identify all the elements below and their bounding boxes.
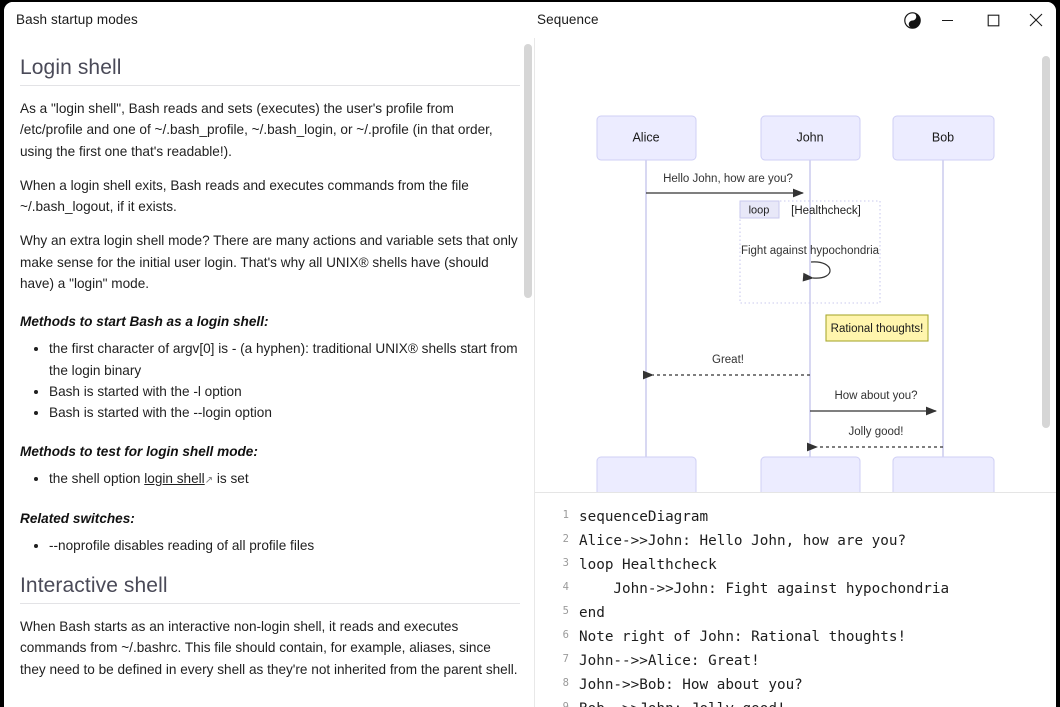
line-number: 8 bbox=[562, 677, 569, 689]
code-lines: 1 sequenceDiagram 2 Alice->>John: Hello … bbox=[543, 505, 1048, 707]
line-text: John->>Bob: How about you? bbox=[579, 677, 803, 693]
subheading-start-login-shell: Methods to start Bash as a login shell: bbox=[20, 314, 269, 330]
loop-keyword: loop bbox=[749, 205, 770, 217]
sequence-pane-title: Sequence bbox=[537, 12, 599, 27]
actor-box-bob-bottom[interactable] bbox=[892, 456, 995, 492]
line-text: loop Healthcheck bbox=[579, 557, 717, 573]
actor-box-john-bottom[interactable] bbox=[760, 456, 861, 492]
message-label: Jolly good! bbox=[849, 426, 904, 438]
list-item: --noprofile disables reading of all prof… bbox=[49, 535, 520, 556]
line-number: 6 bbox=[562, 629, 569, 641]
title-bar: Bash startup modes Sequence bbox=[4, 2, 1056, 38]
line-number: 3 bbox=[562, 557, 569, 569]
code-line[interactable]: 5 end bbox=[543, 601, 1048, 625]
close-button[interactable] bbox=[1016, 2, 1056, 38]
line-text: end bbox=[579, 605, 605, 621]
app-window: Bash startup modes Sequence bbox=[4, 2, 1056, 707]
document-pane-title: Bash startup modes bbox=[16, 12, 138, 27]
line-text: John->>John: Fight against hypochondria bbox=[579, 581, 950, 597]
line-text: sequenceDiagram bbox=[579, 509, 709, 525]
subheading-test-login-shell: Methods to test for login shell mode: bbox=[20, 443, 258, 459]
paragraph: Why an extra login shell mode? There are… bbox=[20, 233, 518, 292]
login-shell-link[interactable]: login shell bbox=[144, 470, 205, 486]
message-bob-to-john: Jolly good! bbox=[807, 426, 943, 452]
minimize-icon bbox=[941, 19, 953, 21]
line-number: 7 bbox=[562, 653, 569, 665]
loop-condition: [Healthcheck] bbox=[791, 205, 861, 217]
code-line[interactable]: 1 sequenceDiagram bbox=[543, 505, 1048, 529]
actor-box-bob[interactable]: Bob bbox=[892, 115, 995, 161]
list-item-text-suffix: is set bbox=[213, 470, 249, 486]
actor-box-john[interactable]: John bbox=[760, 115, 861, 161]
maximize-icon bbox=[987, 14, 999, 26]
document-pane[interactable]: Login shell As a "login shell", Bash rea… bbox=[4, 38, 532, 707]
line-number: 9 bbox=[562, 701, 569, 707]
paragraph: As a "login shell", Bash reads and sets … bbox=[20, 101, 493, 159]
list-item: Bash is started with the --login option bbox=[49, 402, 520, 423]
note-text: Rational thoughts! bbox=[831, 323, 924, 335]
actor-box-alice-bottom[interactable] bbox=[596, 456, 697, 492]
line-number: 1 bbox=[562, 509, 569, 521]
line-text: Alice->>John: Hello John, how are you? bbox=[579, 533, 907, 549]
line-number: 2 bbox=[562, 533, 569, 545]
note-right-of-john: Rational thoughts! bbox=[825, 314, 929, 342]
minimize-button[interactable] bbox=[924, 2, 970, 38]
message-label: Hello John, how are you? bbox=[663, 173, 793, 185]
line-number: 4 bbox=[562, 581, 569, 593]
loop-fragment: loop [Healthcheck] bbox=[739, 200, 881, 304]
line-text: John-->>Alice: Great! bbox=[579, 653, 760, 669]
bullet-list-test-methods: the shell option login shell↗ is set bbox=[20, 468, 520, 491]
message-label: How about you? bbox=[834, 390, 917, 402]
yin-yang-icon[interactable] bbox=[890, 2, 934, 38]
paragraph: When Bash starts as an interactive non-l… bbox=[20, 619, 518, 677]
list-item: the first character of argv[0] is - (a h… bbox=[49, 338, 520, 381]
bullet-list-related-switches: --noprofile disables reading of all prof… bbox=[20, 535, 520, 556]
list-item: Bash is started with the -l option bbox=[49, 381, 520, 402]
close-icon bbox=[1029, 13, 1043, 27]
paragraph: When a login shell exits, Bash reads and… bbox=[20, 177, 469, 215]
yin-yang-glyph bbox=[903, 11, 921, 29]
code-line[interactable]: 4 John->>John: Fight against hypochondri… bbox=[543, 577, 1048, 601]
code-line[interactable]: 6 Note right of John: Rational thoughts! bbox=[543, 625, 1048, 649]
maximize-button[interactable] bbox=[970, 2, 1016, 38]
actor-label-bob: Bob bbox=[932, 130, 954, 144]
message-label: Great! bbox=[712, 354, 744, 366]
bullet-list-start-methods: the first character of argv[0] is - (a h… bbox=[20, 338, 520, 423]
external-link-icon: ↗ bbox=[204, 474, 214, 486]
actor-label-john: John bbox=[796, 130, 823, 144]
mermaid-code-editor[interactable]: 1 sequenceDiagram 2 Alice->>John: Hello … bbox=[535, 493, 1056, 707]
list-item-text-prefix: the shell option bbox=[49, 470, 145, 486]
sequence-diagram[interactable]: Alice John Bob Hello John, how are you? bbox=[535, 38, 1056, 492]
code-line[interactable]: 2 Alice->>John: Hello John, how are you? bbox=[543, 529, 1048, 553]
message-label: Fight against hypochondria bbox=[741, 245, 880, 257]
page-title: Login shell bbox=[20, 56, 520, 86]
code-line[interactable]: 8 John->>Bob: How about you? bbox=[543, 673, 1048, 697]
code-line[interactable]: 7 John-->>Alice: Great! bbox=[543, 649, 1048, 673]
line-text: Bob-->>John: Jolly good! bbox=[579, 697, 786, 707]
diagram-scrollbar[interactable] bbox=[1040, 38, 1052, 492]
message-alice-to-john: Hello John, how are you? bbox=[646, 173, 804, 198]
list-item: the shell option login shell↗ is set bbox=[49, 468, 520, 491]
subheading-related-switches: Related switches: bbox=[20, 510, 135, 526]
document-pane-scrollbar[interactable] bbox=[522, 38, 534, 707]
message-john-to-bob: How about you? bbox=[810, 390, 937, 416]
line-text: Note right of John: Rational thoughts! bbox=[579, 629, 907, 645]
actor-label-alice: Alice bbox=[632, 130, 659, 144]
pane-divider-horizontal[interactable] bbox=[535, 492, 1056, 493]
message-john-to-alice: Great! bbox=[643, 354, 810, 380]
actor-box-alice[interactable]: Alice bbox=[596, 115, 697, 161]
scrollbar-thumb[interactable] bbox=[524, 44, 532, 298]
code-line[interactable]: 9 Bob-->>John: Jolly good! bbox=[543, 697, 1048, 707]
diagram-viewport[interactable]: Alice John Bob Hello John, how are you? bbox=[535, 38, 1056, 492]
document-content: Login shell As a "login shell", Bash rea… bbox=[20, 38, 520, 680]
section-heading-interactive-shell: Interactive shell bbox=[20, 574, 520, 605]
scrollbar-thumb[interactable] bbox=[1042, 56, 1050, 428]
pane-divider-vertical[interactable] bbox=[534, 38, 535, 707]
code-line[interactable]: 3 loop Healthcheck bbox=[543, 553, 1048, 577]
line-number: 5 bbox=[562, 605, 569, 617]
message-john-to-john: Fight against hypochondria bbox=[741, 245, 880, 282]
